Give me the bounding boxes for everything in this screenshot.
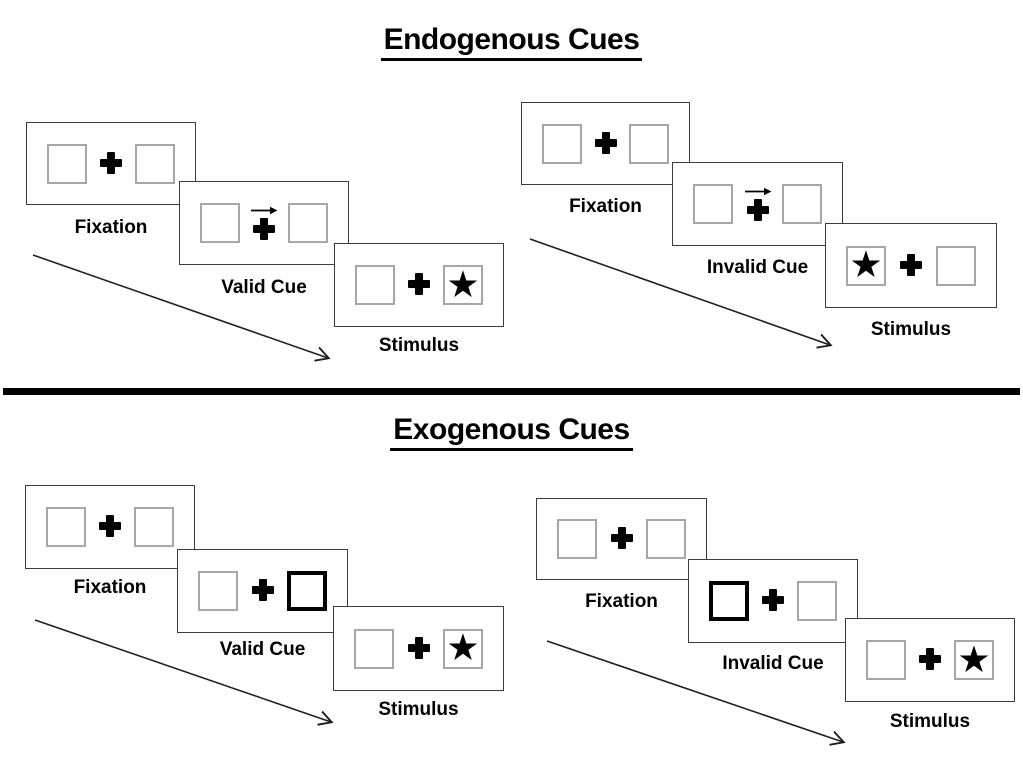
left-box (47, 143, 87, 184)
endogenous-section-title: Endogenous Cues (0, 24, 1023, 61)
left-box (198, 571, 238, 611)
left-box (542, 123, 582, 164)
timeline-arrow-endogenous-valid (32, 254, 328, 358)
left-box (354, 628, 394, 669)
fixation-area (407, 636, 430, 659)
panel-endogenous-valid-fixation (26, 122, 196, 205)
fixation-area (900, 253, 922, 276)
right-box: ★ (443, 265, 483, 305)
panel-exogenous-invalid-fixation (536, 498, 707, 580)
fixation-cross-icon (746, 199, 769, 221)
star-icon: ★ (446, 626, 480, 669)
timeline-arrow-exogenous-valid (34, 619, 331, 722)
left-box (200, 203, 240, 243)
fixation-cross-icon (762, 589, 784, 611)
exogenous-section-title: Exogenous Cues (0, 414, 1023, 451)
fixation-area (919, 648, 941, 670)
left-box (557, 519, 597, 559)
right-box (629, 123, 669, 164)
fixation-cross-icon (610, 527, 633, 549)
fixation-cross-icon (99, 515, 121, 537)
section-divider (3, 388, 1020, 395)
fixation-cross-icon (408, 273, 430, 295)
fixation-area (100, 151, 122, 174)
frame-label: Fixation (569, 196, 642, 217)
star-icon: ★ (446, 262, 480, 306)
right-box (797, 581, 837, 621)
fixation-cross-icon (919, 648, 941, 670)
panel-exogenous-invalid-cue (688, 559, 858, 643)
panel-exogenous-valid-stimulus: ★ (333, 606, 504, 691)
right-box (134, 507, 174, 547)
exogenous-title-text: Exogenous Cues (390, 414, 633, 451)
left-box (709, 581, 749, 621)
fixation-cross-icon (251, 579, 274, 601)
panel-exogenous-valid-fixation (25, 485, 195, 569)
panel-endogenous-invalid-stimulus: ★ (825, 223, 997, 308)
fixation-cross-icon (594, 131, 617, 154)
right-box: ★ (443, 626, 483, 669)
frame-label: Stimulus (889, 711, 971, 732)
right-box (135, 143, 175, 184)
panel-exogenous-invalid-stimulus: ★ (845, 618, 1015, 702)
frame-label: Invalid Cue (722, 653, 824, 674)
frame-label: Fixation (585, 591, 658, 612)
fixation-area (99, 515, 121, 537)
right-box (646, 519, 686, 559)
fixation-area (762, 589, 784, 611)
fixation-cross-icon (253, 218, 275, 240)
fixation-area (251, 579, 274, 601)
fixation-area (744, 185, 772, 221)
star-icon: ★ (957, 637, 991, 681)
endogenous-title-text: Endogenous Cues (380, 24, 643, 61)
left-box: ★ (846, 243, 886, 286)
fixation-area (250, 204, 278, 240)
right-arrow-cue-icon (744, 187, 771, 196)
frame-label: Valid Cue (219, 639, 306, 660)
right-box: ★ (954, 640, 994, 680)
frame-label: Stimulus (870, 319, 952, 340)
right-box (936, 245, 976, 286)
right-box (287, 571, 327, 611)
panel-endogenous-valid-cue (179, 181, 349, 265)
fixation-cross-icon (100, 151, 122, 174)
frame-label: Stimulus (378, 335, 460, 356)
right-arrow-cue-icon (251, 206, 278, 215)
star-icon: ★ (849, 243, 883, 286)
fixation-area (408, 273, 430, 295)
frame-label: Valid Cue (221, 277, 307, 298)
panel-endogenous-invalid-fixation (521, 102, 690, 185)
fixation-area (594, 131, 617, 154)
fixation-cross-icon (900, 253, 922, 276)
fixation-cross-icon (407, 636, 430, 659)
left-box (46, 507, 86, 547)
right-box (782, 184, 822, 224)
left-box (693, 184, 733, 224)
fixation-area (610, 527, 633, 549)
frame-label: Invalid Cue (706, 257, 809, 278)
right-box (288, 203, 328, 243)
left-box (355, 265, 395, 305)
panel-endogenous-invalid-cue (672, 162, 843, 246)
panel-endogenous-valid-stimulus: ★ (334, 243, 504, 327)
frame-label: Fixation (73, 577, 147, 598)
frame-label: Stimulus (378, 699, 459, 720)
panel-exogenous-valid-cue (177, 549, 348, 633)
left-box (866, 640, 906, 680)
timeline-arrow-endogenous-invalid (529, 238, 830, 345)
frame-label: Fixation (74, 217, 148, 238)
